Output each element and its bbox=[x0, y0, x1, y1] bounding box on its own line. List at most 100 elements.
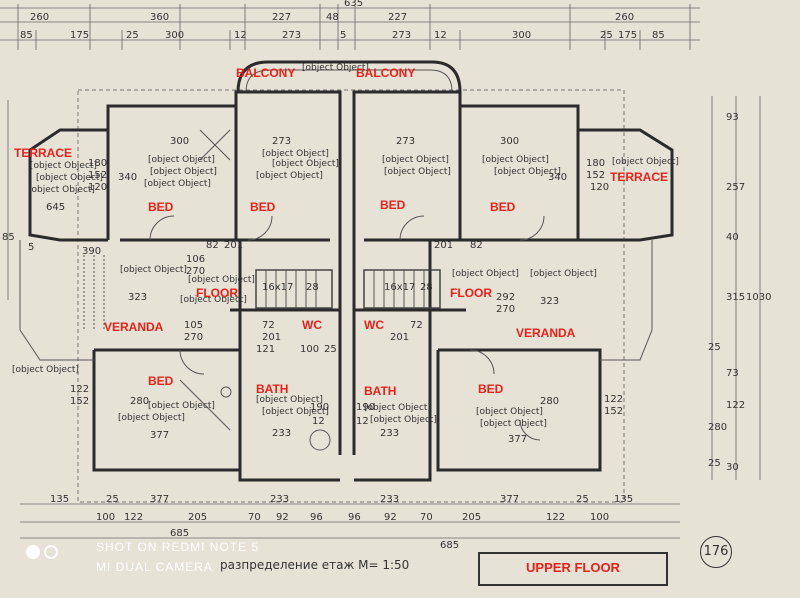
room-text: [object Object] bbox=[480, 419, 547, 429]
label-floor-left: FLOOR bbox=[196, 286, 238, 300]
dim-text: 300 bbox=[165, 30, 184, 41]
top-dim-row1: 260 360 227 48 227 260 635 bbox=[30, 0, 634, 23]
balcony-text: [object Object] bbox=[302, 63, 369, 73]
room-text: [object Object] bbox=[612, 157, 679, 167]
dim-text: 70 bbox=[420, 512, 433, 523]
dim-text: 315 bbox=[726, 292, 745, 303]
dim-text: 270 bbox=[184, 332, 203, 343]
filled-circle-icon bbox=[26, 545, 40, 559]
dim-text: 25 bbox=[600, 30, 613, 41]
page-number: 176 bbox=[700, 536, 732, 568]
camera-dots-icon bbox=[26, 544, 62, 563]
dim-text: 175 bbox=[70, 30, 89, 41]
dim-text: 360 bbox=[150, 12, 169, 23]
dim-text: 12 bbox=[356, 416, 369, 427]
dim-text: 205 bbox=[188, 512, 207, 523]
room-text: [object Object] bbox=[28, 185, 95, 195]
dim-text: 85 bbox=[20, 30, 33, 41]
dim-text: 280 bbox=[130, 396, 149, 407]
dim-text: 1030 bbox=[746, 292, 771, 303]
dim-text: 85 bbox=[652, 30, 665, 41]
label-wc-right: WC bbox=[364, 318, 384, 332]
room-dims: 300 273 273 300 340 340 180 152 120 180 … bbox=[70, 136, 623, 445]
dim-text: 280 bbox=[540, 396, 559, 407]
room-text: [object Object] bbox=[272, 159, 339, 169]
room-text: [object Object] bbox=[36, 173, 103, 183]
dim-text: 73 bbox=[726, 368, 739, 379]
dim-text: 377 bbox=[150, 494, 169, 505]
dim-text: 28 bbox=[306, 282, 319, 293]
dim-text: 273 bbox=[282, 30, 301, 41]
top-dim-row2: 85 175 25 300 12 273 5 273 12 300 25 175… bbox=[20, 30, 665, 41]
dim-text: 72 bbox=[262, 320, 275, 331]
dim-text: 82 bbox=[206, 240, 219, 251]
dim-text: 273 bbox=[396, 136, 415, 147]
label-bed-top-mid-right: BED bbox=[380, 198, 406, 212]
label-terrace-left: TERRACE bbox=[14, 146, 73, 160]
dim-text: 12 bbox=[234, 30, 247, 41]
walls bbox=[19, 90, 674, 482]
room-text: [object Object] bbox=[482, 155, 549, 165]
title-box-text: UPPER FLOOR bbox=[526, 560, 620, 575]
dim-text: 121 bbox=[256, 344, 275, 355]
dim-text: 227 bbox=[388, 12, 407, 23]
dim-text: 233 bbox=[380, 428, 399, 439]
dim-text: 685 bbox=[170, 528, 189, 539]
dim-text: 377 bbox=[150, 430, 169, 441]
room-text: [object Object] bbox=[262, 149, 329, 159]
room-text: [object Object] bbox=[120, 265, 187, 275]
watermark-line1: SHOT ON REDMI NOTE 5 bbox=[96, 540, 260, 554]
dim-text: 85 bbox=[2, 232, 15, 243]
dim-text: 135 bbox=[50, 494, 69, 505]
label-bed-top-right: BED bbox=[490, 200, 516, 214]
label-bath-right: BATH bbox=[364, 384, 397, 398]
room-text: [object Object] bbox=[382, 155, 449, 165]
dim-text: 201 bbox=[224, 240, 243, 251]
dim-text: 323 bbox=[540, 296, 559, 307]
dim-text: 190 bbox=[310, 402, 329, 413]
dim-text: 25 bbox=[708, 458, 721, 469]
room-text: [object Object] bbox=[476, 407, 543, 417]
dim-text: 72 bbox=[410, 320, 423, 331]
dim-text: 201 bbox=[262, 332, 281, 343]
dim-text: 106 bbox=[186, 254, 205, 265]
dim-text: 300 bbox=[500, 136, 519, 147]
door-swings bbox=[149, 129, 545, 451]
dim-text: 280 bbox=[708, 422, 727, 433]
dim-text: 100 bbox=[300, 344, 319, 355]
dim-text: 96 bbox=[310, 512, 323, 523]
dim-text: 377 bbox=[500, 494, 519, 505]
dim-text: 48 bbox=[326, 12, 339, 23]
dim-text: 292 bbox=[496, 292, 515, 303]
balcony-outline: [object Object] bbox=[236, 60, 462, 93]
dim-text: 122 bbox=[70, 384, 89, 395]
dim-text: 390 bbox=[82, 246, 101, 257]
dim-text: 300 bbox=[512, 30, 531, 41]
label-wc-left: WC bbox=[302, 318, 322, 332]
label-balcony-left: BALCONY bbox=[236, 66, 296, 80]
dim-text: 30 bbox=[726, 462, 739, 473]
dim-text: 25 bbox=[708, 342, 721, 353]
label-terrace-right: TERRACE bbox=[610, 170, 669, 184]
dim-text: 5 bbox=[28, 242, 34, 253]
dim-text: 233 bbox=[272, 428, 291, 439]
dim-text: 122 bbox=[546, 512, 565, 523]
dim-text: 25 bbox=[324, 344, 337, 355]
label-balcony-right: BALCONY bbox=[356, 66, 416, 80]
dim-text: 96 bbox=[348, 512, 361, 523]
room-text: [object Object] bbox=[370, 415, 437, 425]
dim-text: 273 bbox=[272, 136, 291, 147]
title-box: UPPER FLOOR bbox=[478, 552, 668, 586]
room-text: [object Object] bbox=[144, 179, 211, 189]
dim-text: 16x17 bbox=[384, 282, 415, 293]
bottom-dimensions: 135 25 377 233 233 377 25 135 100 122 20… bbox=[20, 494, 680, 551]
dim-text: 180 bbox=[88, 158, 107, 169]
dim-text: 70 bbox=[248, 512, 261, 523]
label-bed-bottom-left: BED bbox=[148, 374, 174, 388]
label-veranda-left: VERANDA bbox=[104, 320, 164, 334]
stairs bbox=[255, 269, 441, 309]
dim-text: 377 bbox=[508, 434, 527, 445]
dim-text: 340 bbox=[118, 172, 137, 183]
outline-circle-icon bbox=[44, 545, 58, 559]
